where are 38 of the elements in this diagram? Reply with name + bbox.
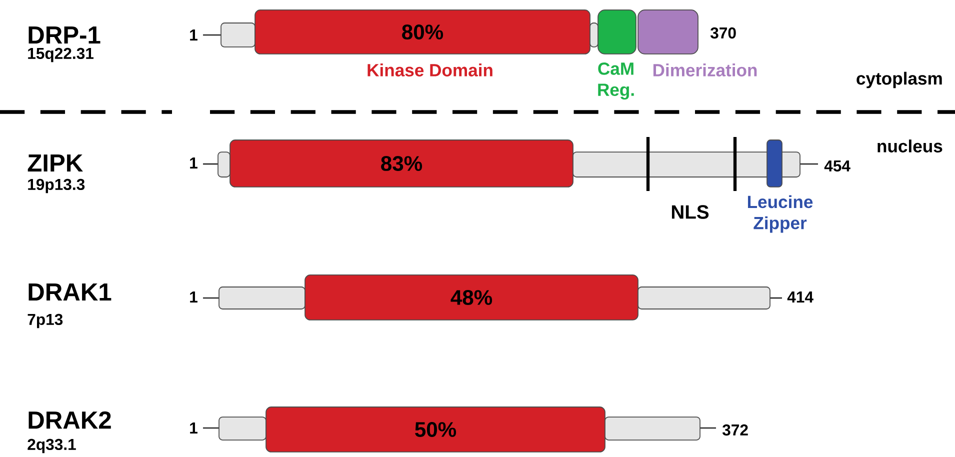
domain-label: CaM Reg.: [598, 62, 634, 100]
residue-number: 1: [190, 292, 198, 302]
protein-backbone-bar: [218, 416, 266, 440]
protein-name: DRAK1: [28, 284, 112, 300]
chromosome-locus: 19p13.3: [28, 178, 85, 194]
residue-number: 1: [190, 30, 198, 40]
protein-backbone-bar: [220, 22, 256, 48]
chromosome-locus: 2q33.1: [28, 438, 76, 454]
protein-backbone-bar: [590, 22, 598, 48]
protein-name: ZIPK: [28, 154, 83, 172]
residue-number: 370: [710, 27, 736, 39]
domain-box: [598, 10, 636, 54]
protein-backbone-bar: [572, 152, 800, 178]
protein-backbone-bar: [638, 286, 770, 310]
protein-name: DRP-1: [28, 26, 100, 44]
protein-name: DRAK2: [28, 411, 111, 429]
kinase-domain-bar: 80%: [254, 10, 590, 54]
kinase-domain-bar: 83%: [230, 140, 574, 188]
residue-number: 1: [190, 422, 198, 434]
domain-label: Dimerization: [653, 64, 757, 76]
compartment-label: nucleus: [878, 140, 942, 152]
domain-label: Leucine Zipper: [748, 195, 813, 233]
residue-number: 372: [722, 424, 748, 436]
domain-box: [638, 10, 698, 54]
kinase-domain-bar: 48%: [304, 274, 638, 320]
kinase-domain-bar: 50%: [266, 406, 606, 452]
zipper-domain-bar: [766, 140, 782, 188]
residue-number: 454: [824, 160, 850, 172]
chromosome-locus: 15q22.31: [28, 48, 94, 62]
domain-label: Kinase Domain: [368, 64, 492, 76]
compartment-label: cytoplasm: [856, 72, 942, 88]
motif-label: NLS: [672, 205, 709, 219]
residue-number: 414: [787, 292, 814, 302]
residue-number: 1: [190, 158, 198, 168]
chromosome-locus: 7p13: [28, 314, 63, 328]
protein-backbone-bar: [218, 152, 230, 178]
protein-backbone-bar: [218, 286, 306, 310]
protein-backbone-bar: [604, 416, 700, 440]
